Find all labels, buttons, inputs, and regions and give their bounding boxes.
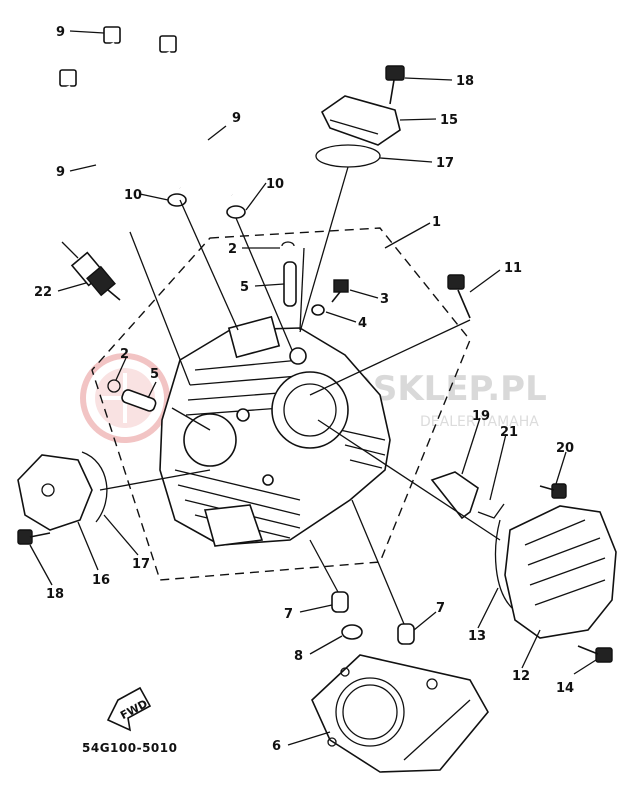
callout-21: 21 (500, 425, 518, 440)
callout-6: 6 (272, 739, 281, 754)
callout-15: 15 (440, 113, 458, 128)
callout-2: 2 (120, 347, 129, 362)
gasket-6 (311, 654, 489, 773)
clip-2b (107, 379, 121, 393)
cylinder-head (159, 315, 391, 547)
o-ring-17-top (315, 144, 381, 168)
callout-3: 3 (380, 292, 389, 307)
washer-4 (311, 304, 325, 316)
bolt-middle (103, 26, 182, 189)
clip-2a (281, 241, 295, 247)
cover-16 (17, 454, 93, 531)
watermark-logo-ring (80, 353, 170, 443)
bolt-18-top (385, 65, 405, 105)
part-number: 54G100-5010 (82, 741, 177, 755)
cap-15 (320, 95, 401, 146)
washer-10b (226, 205, 246, 219)
dowel-5a (283, 261, 297, 307)
callout-7: 7 (284, 607, 293, 622)
callout-9: 9 (56, 165, 65, 180)
callout-16: 16 (92, 573, 110, 588)
callout-12: 12 (512, 669, 530, 684)
callout-11: 11 (504, 261, 522, 276)
callout-4: 4 (358, 316, 367, 331)
cover-12 (494, 505, 617, 639)
o-ring-17-left (81, 451, 108, 523)
callout-18: 18 (456, 74, 474, 89)
bolt-18-left (17, 529, 51, 545)
callout-22: 22 (34, 285, 52, 300)
callout-5: 5 (240, 280, 249, 295)
assembly-boundary (91, 227, 471, 581)
callout-8: 8 (294, 649, 303, 664)
head-bolts (59, 26, 234, 233)
dowel-7a (331, 591, 349, 613)
bolt-right (159, 35, 234, 196)
callout-2: 2 (228, 242, 237, 257)
spark-plug (61, 241, 121, 301)
washer-8 (341, 624, 363, 640)
callout-14: 14 (556, 681, 574, 696)
callout-10: 10 (266, 177, 284, 192)
callout-labels: 9 9 9 10 10 2 5 3 4 11 1 18 15 17 22 2 5… (34, 25, 574, 754)
bolt-20 (539, 483, 567, 499)
callout-19: 19 (472, 409, 490, 424)
callout-10: 10 (124, 188, 142, 203)
callout-7: 7 (436, 601, 445, 616)
callout-20: 20 (556, 441, 574, 456)
callout-5: 5 (150, 367, 159, 382)
callout-17: 17 (436, 156, 454, 171)
fwd-arrow: FWD (106, 686, 152, 732)
callout-17: 17 (132, 557, 150, 572)
bolt-3 (331, 279, 349, 303)
callout-1: 1 (432, 215, 441, 230)
dowel-7b (397, 623, 415, 645)
clip-21 (477, 503, 505, 519)
watermark-subtitle: DEALER YAMAHA (420, 414, 539, 430)
callout-13: 13 (468, 629, 486, 644)
leader-lines (29, 30, 597, 746)
callout-9: 9 (56, 25, 65, 40)
washer-10a (167, 193, 187, 207)
bolt-left (59, 69, 132, 233)
callout-18: 18 (46, 587, 64, 602)
bolt-14 (577, 645, 613, 663)
bolt-11 (447, 274, 471, 319)
o-ring-13 (494, 519, 513, 609)
callout-9: 9 (232, 111, 241, 126)
dowel-5b (121, 389, 157, 412)
